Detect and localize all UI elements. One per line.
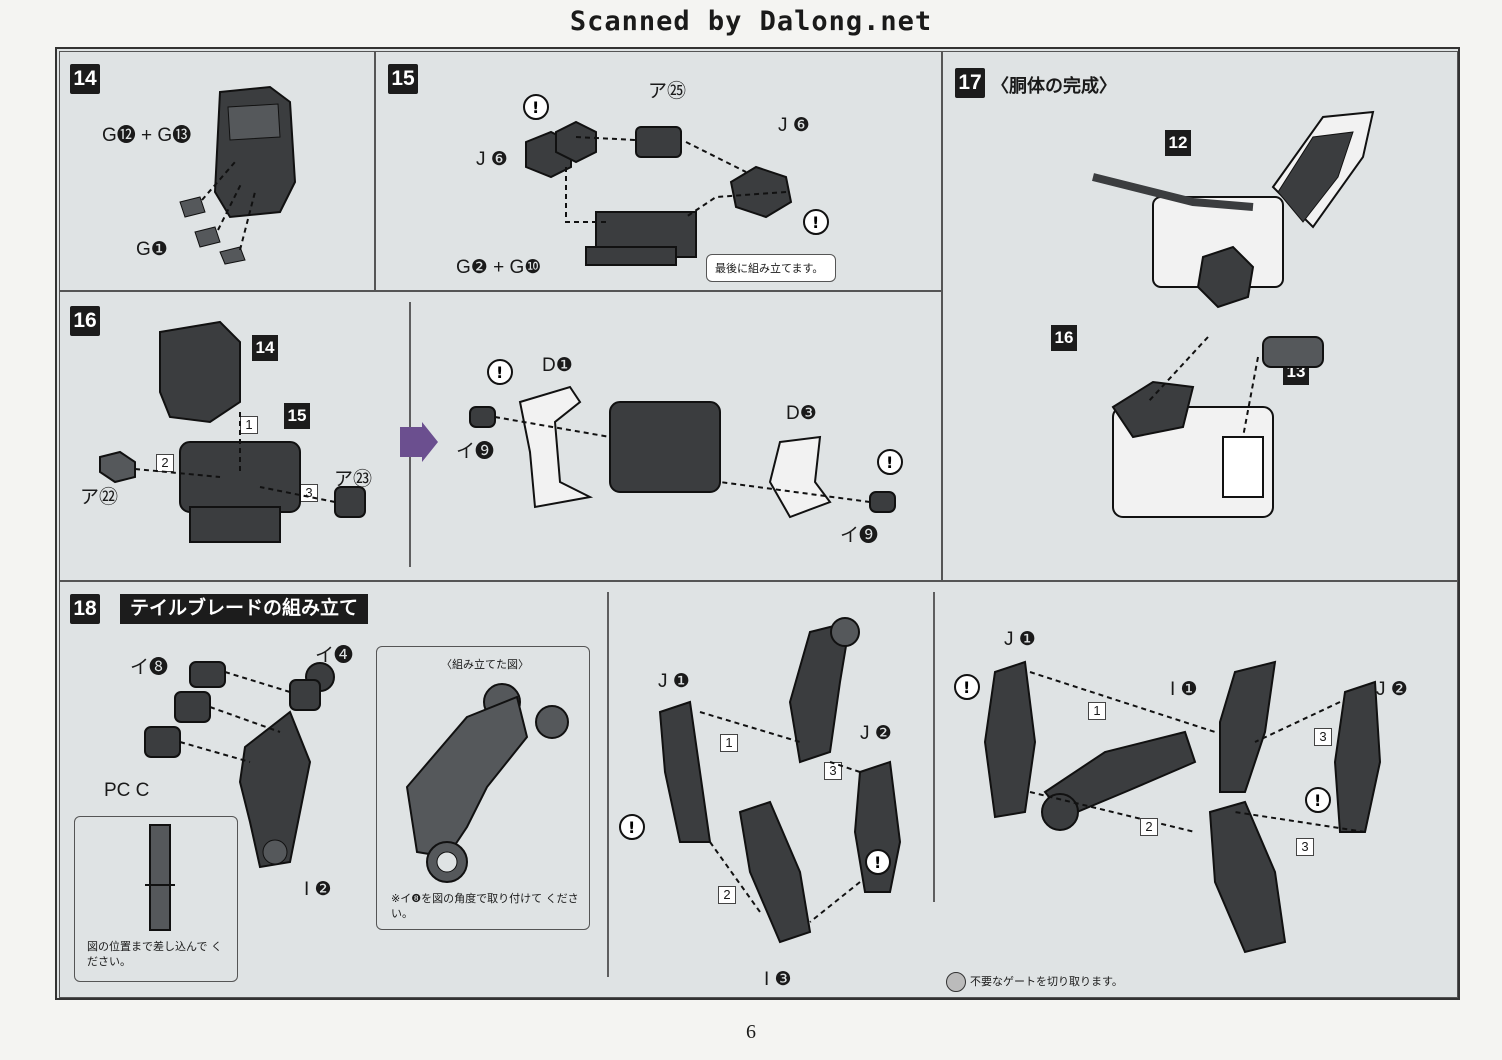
label-a25: ア㉕ — [648, 81, 687, 102]
assembled-view-title: 〈組み立てた図〉 — [441, 658, 529, 671]
svg-text:!: ! — [628, 818, 635, 837]
step-18-title: テイルブレードの組み立て — [120, 594, 369, 624]
tail-blade-assembly-illustration: ! ! — [954, 660, 1382, 954]
step-number-14: 14 — [70, 64, 100, 94]
step-number-18: 18 — [70, 594, 100, 624]
divider-line-18b — [933, 592, 935, 902]
label-g2-g10: G❷ + G❿ — [456, 257, 542, 278]
assemble-last-text: 最後に組み立てます。 — [715, 262, 824, 275]
next-arrow-icon — [400, 422, 438, 462]
label-j6-left: J ❻ — [476, 149, 508, 170]
assembled-tail-illustration — [405, 683, 569, 883]
joint-parts-illustration: ! ! — [523, 94, 829, 266]
label-d3: D❸ — [786, 403, 817, 424]
label-i3: I ❸ — [764, 969, 792, 990]
manual-page-frame: 14 G⓬ + G⓭ G❶ 15 ア㉕ J ❻ J ❻ G❷ + G❿ 最後に組… — [55, 47, 1460, 1000]
side-cover-illustration: ! ! — [469, 359, 903, 519]
svg-text:!: ! — [496, 363, 503, 382]
order-step-1: 1 — [240, 416, 258, 434]
order-step-18b-3b: 3 — [1296, 838, 1314, 856]
scan-header: Scanned by Dalong.net — [569, 6, 933, 37]
label-i9-left: イ❾ — [456, 441, 495, 462]
insert-depth-note: 図の位置まで差し込んで ください。 — [87, 940, 222, 968]
label-i4: イ❹ — [315, 645, 354, 666]
order-step-18b-2: 2 — [1140, 818, 1158, 836]
order-step-18b-1: 1 — [1088, 702, 1106, 720]
label-j2-a: J ❷ — [860, 723, 892, 744]
svg-text:!: ! — [1314, 791, 1321, 810]
assembled-view-note: ※イ❽を図の角度で取り付けて ください。 — [391, 892, 579, 920]
label-a22: ア㉒ — [80, 487, 119, 508]
step-17-title: 〈胴体の完成〉 — [991, 76, 1117, 96]
insert-depth-inset: 図の位置まで差し込んで ください。 — [74, 816, 238, 982]
label-i1: I ❶ — [1170, 679, 1198, 700]
step-number-15: 15 — [388, 64, 418, 94]
order-step-18-2: 2 — [718, 886, 736, 904]
label-g1: G❶ — [136, 239, 168, 260]
label-j6-right: J ❻ — [778, 115, 810, 136]
step-15-panel: 15 ア㉕ J ❻ J ❻ G❷ + G❿ 最後に組み立てます。 ! ! — [375, 51, 942, 291]
svg-text:!: ! — [532, 98, 539, 117]
assembled-view-box: 〈組み立てた図〉 ※イ❽を図の角度で取り付けて ください。 — [376, 646, 590, 930]
label-j2-b: J ❷ — [1376, 679, 1408, 700]
step-number-17: 17 — [955, 68, 985, 98]
step-16-panel: 16 14 15 ア㉒ ア㉓ 1 2 3 D❶ D❸ イ❾ イ❾ ! ! — [59, 291, 942, 581]
svg-text:!: ! — [886, 453, 893, 472]
label-i2: I ❷ — [304, 879, 332, 900]
step-18-panel: 18 テイルブレードの組み立て イ❽ イ❹ PC C I ❷ 図の位置まで差し込… — [59, 581, 1458, 998]
svg-text:!: ! — [874, 853, 881, 872]
assemble-last-note: 最後に組み立てます。 — [706, 254, 836, 282]
label-i9-right: イ❾ — [840, 525, 879, 546]
order-step-18b-3a: 3 — [1314, 728, 1332, 746]
svg-text:!: ! — [812, 213, 819, 232]
torso-assembly-illustration — [99, 320, 366, 543]
label-i8: イ❽ — [130, 657, 169, 678]
tag-12: 12 — [1165, 130, 1191, 156]
step-number-16: 16 — [70, 306, 100, 336]
order-step-18-1: 1 — [720, 734, 738, 752]
label-g12-g13: G⓬ + G⓭ — [102, 125, 192, 146]
torso-complete-illustration — [1092, 110, 1375, 518]
label-j1-a: J ❶ — [658, 671, 690, 692]
label-a23: ア㉓ — [334, 469, 373, 490]
inset-pin-illustration — [145, 824, 175, 931]
head-part-illustration — [179, 85, 297, 265]
step-17-panel: 17 〈胴体の完成〉 12 13 16 — [942, 51, 1458, 581]
order-step-2: 2 — [156, 454, 174, 472]
divider-line-18a — [607, 592, 609, 977]
tail-part-i2-illustration — [144, 661, 335, 869]
step-14-panel: 14 G⓬ + G⓭ G❶ — [59, 51, 375, 291]
svg-text:!: ! — [963, 678, 970, 697]
gate-cut-icon — [946, 972, 966, 992]
page-number: 6 — [746, 1021, 756, 1043]
label-pc-c: PC C — [104, 780, 150, 801]
tag-16: 16 — [1051, 325, 1077, 351]
label-d1: D❶ — [542, 355, 573, 376]
tag-14: 14 — [252, 335, 278, 361]
tag-15: 15 — [284, 403, 310, 429]
tail-links-illustration: ! ! — [619, 617, 902, 944]
gate-cut-note: 不要なゲートを切り取ります。 — [970, 975, 1123, 988]
label-j1-b: J ❶ — [1004, 629, 1036, 650]
